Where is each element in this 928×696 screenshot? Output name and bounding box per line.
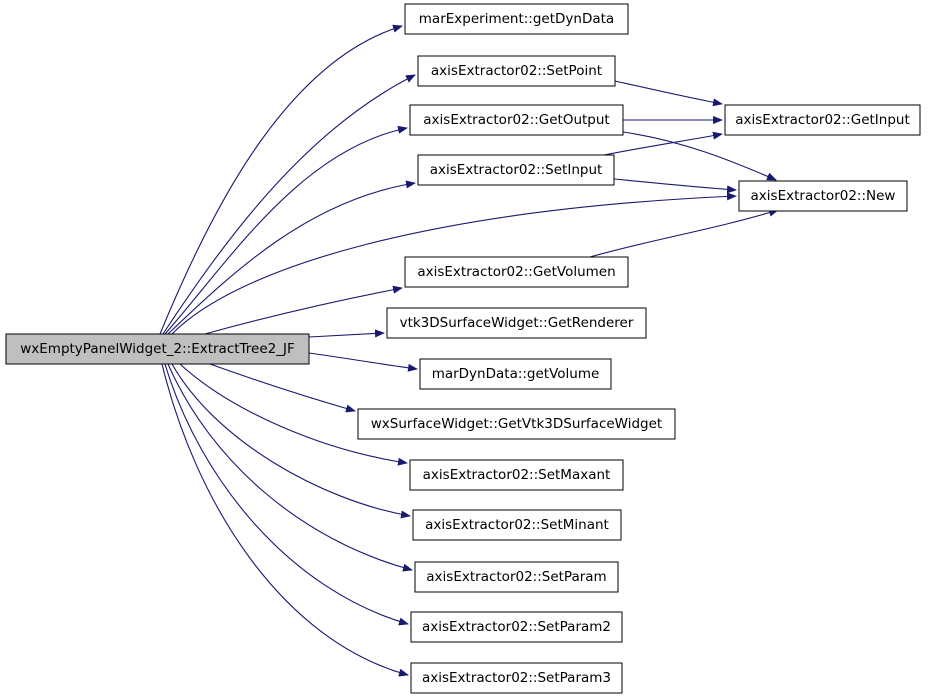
edge-root-to-SetInput [167,180,416,335]
node-layer: wxEmptyPanelWidget_2::ExtractTree2_JFmar… [5,3,921,694]
edge-arrow [171,363,411,519]
node-label: axisExtractor02::SetInput [430,162,603,178]
edge-layer [159,24,779,677]
edge-arrow [209,363,356,413]
node-GetInput[interactable]: axisExtractor02::GetInput [724,104,921,136]
edge-GetVolumen-to-New [589,208,779,258]
node-getDynData[interactable]: marExperiment::getDynData [404,3,629,35]
node-box[interactable] [410,662,623,694]
node-label: axisExtractor02::GetOutput [423,112,609,128]
edge-root-to-SetMinant [171,363,411,519]
node-label: marExperiment::getDynData [419,11,614,27]
node-box[interactable] [357,408,676,440]
node-label: axisExtractor02::SetMinant [425,517,609,533]
edge-arrow [167,180,416,335]
node-label: axisExtractor02::SetParam2 [422,619,611,635]
node-GetRenderer[interactable]: vtk3DSurfaceWidget::GetRenderer [386,307,647,339]
node-box[interactable] [386,307,647,339]
edge-arrow [171,192,737,335]
node-box[interactable] [417,55,616,87]
node-box[interactable] [724,104,921,136]
node-box[interactable] [417,154,615,186]
edge-root-to-GetRenderer [308,329,385,338]
node-box[interactable] [409,104,624,136]
edge-root-to-SetParam [167,363,413,572]
edge-arrow [589,208,779,258]
node-GetVtk3DSurfaceWidget[interactable]: wxSurfaceWidget::GetVtk3DSurfaceWidget [357,408,676,440]
node-label: axisExtractor02::GetInput [735,112,910,128]
node-box[interactable] [412,509,622,541]
node-New[interactable]: axisExtractor02::New [738,180,908,212]
edge-arrow [179,363,408,466]
edge-arrow [167,363,413,572]
edge-arrow [162,74,416,335]
edge-root-to-GetVolumen [204,285,403,335]
edge-arrow [308,352,418,372]
node-label: axisExtractor02::SetPoint [431,63,602,79]
node-label: axisExtractor02::SetMaxant [423,467,611,483]
edge-GetOutput-to-New [622,131,777,181]
node-box[interactable] [410,611,623,643]
edge-SetPoint-to-GetInput [614,80,723,107]
node-root[interactable]: wxEmptyPanelWidget_2::ExtractTree2_JF [5,333,310,365]
node-SetPoint[interactable]: axisExtractor02::SetPoint [417,55,616,87]
edge-arrow [159,24,403,335]
node-label: axisExtractor02::SetParam [426,569,606,585]
node-SetMinant[interactable]: axisExtractor02::SetMinant [412,509,622,541]
node-SetParam[interactable]: axisExtractor02::SetParam [414,561,619,593]
edge-arrow [308,329,385,338]
edge-root-to-New [171,192,737,335]
node-box[interactable] [419,358,612,390]
node-box[interactable] [5,333,310,365]
node-SetParam3[interactable]: axisExtractor02::SetParam3 [410,662,623,694]
node-box[interactable] [409,459,624,491]
edge-root-to-GetOutput [164,125,408,335]
edge-arrow [164,125,408,335]
edge-arrow [613,178,737,194]
edge-SetInput-to-GetInput [603,131,723,156]
node-box[interactable] [404,3,629,35]
node-box[interactable] [414,561,619,593]
node-box[interactable] [738,180,908,212]
edge-arrow [614,80,723,107]
node-label: wxSurfaceWidget::GetVtk3DSurfaceWidget [371,416,662,432]
edge-arrow [603,131,723,156]
edge-SetInput-to-New [613,178,737,194]
node-GetOutput[interactable]: axisExtractor02::GetOutput [409,104,624,136]
node-label: axisExtractor02::New [751,188,896,204]
edge-arrow [204,285,403,335]
edge-root-to-SetMaxant [179,363,408,466]
edge-arrow [161,363,409,677]
node-label: axisExtractor02::SetParam3 [422,670,611,686]
edge-root-to-getDynData [159,24,403,335]
node-getVolume[interactable]: marDynData::getVolume [419,358,612,390]
edge-root-to-GetVtk3DSurfaceWidget [209,363,356,413]
edge-root-to-SetParam2 [164,363,409,626]
node-label: vtk3DSurfaceWidget::GetRenderer [400,315,634,331]
node-label: marDynData::getVolume [432,366,600,382]
node-label: axisExtractor02::GetVolumen [417,264,615,280]
node-SetParam2[interactable]: axisExtractor02::SetParam2 [410,611,623,643]
edge-root-to-SetParam3 [161,363,409,677]
node-SetInput[interactable]: axisExtractor02::SetInput [417,154,615,186]
edge-arrow [622,131,777,181]
node-label: wxEmptyPanelWidget_2::ExtractTree2_JF [20,341,295,357]
edge-arrow [164,363,409,626]
edge-root-to-SetPoint [162,74,416,335]
edge-root-to-getVolume [308,352,418,372]
node-GetVolumen[interactable]: axisExtractor02::GetVolumen [404,256,629,288]
node-SetMaxant[interactable]: axisExtractor02::SetMaxant [409,459,624,491]
node-box[interactable] [404,256,629,288]
